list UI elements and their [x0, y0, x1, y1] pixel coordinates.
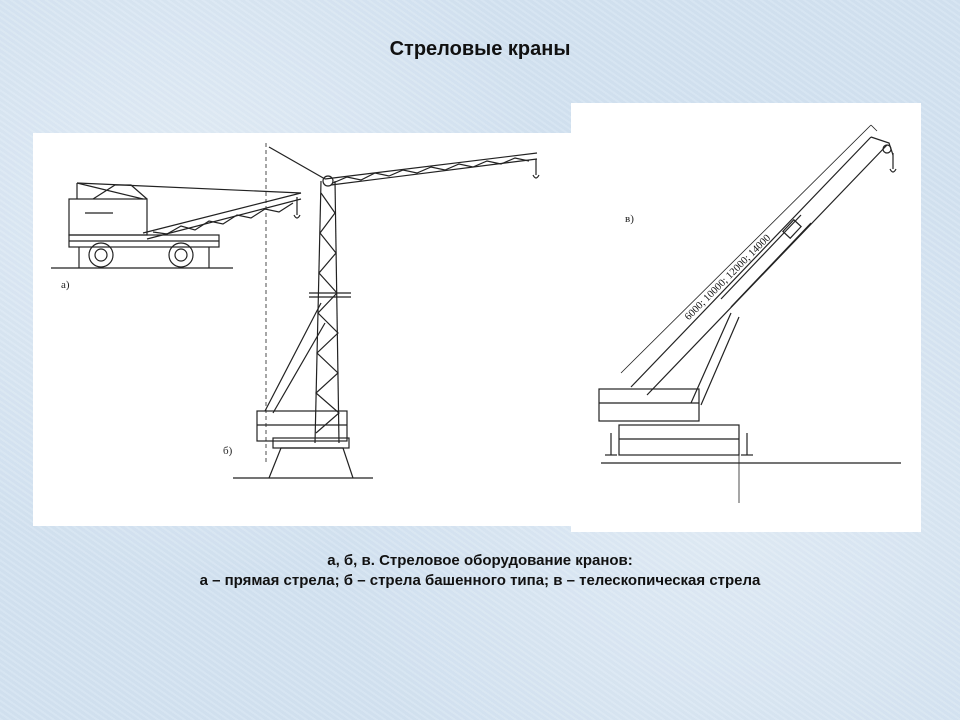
crane-figure-left-panel: а) б) — [33, 133, 573, 526]
tower-boom-crane-drawing — [233, 143, 540, 479]
figure-b-label: б) — [223, 445, 233, 457]
figure-a-label: а) — [61, 279, 70, 291]
figure-caption-line-2: а – прямая стрела; б – стрела башенного … — [199, 572, 761, 589]
crane-figure-right-panel: в) 6000; 10000; 12000; 14000 — [571, 103, 921, 532]
figure-v-label: в) — [625, 213, 634, 225]
figure-caption-line-1: а, б, в. Стреловое оборудование кранов: — [327, 552, 633, 569]
crane-drawing-v — [598, 124, 901, 503]
page-title: Стреловые краны — [389, 38, 571, 60]
crane-drawing-a-b — [51, 143, 540, 479]
telescopic-boom-crane-drawing — [598, 124, 901, 503]
straight-boom-crane-drawing — [51, 182, 302, 269]
